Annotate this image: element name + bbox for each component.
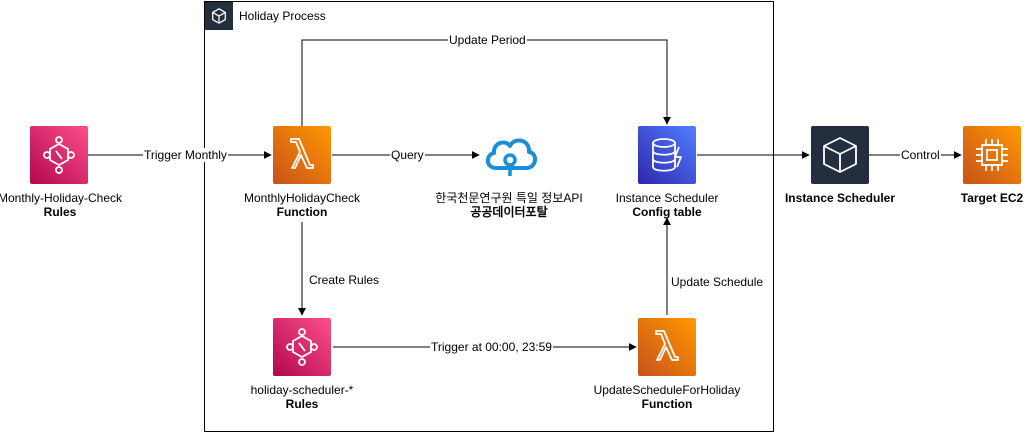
dynamodb-icon	[652, 138, 682, 172]
update-fn-node[interactable]	[638, 318, 696, 376]
eventbridge-icon	[43, 136, 75, 174]
monthly-fn-name: MonthlyHolidayCheck	[243, 191, 361, 205]
lambda-icon	[290, 138, 314, 169]
holiday-rules-name: holiday-scheduler-*	[250, 383, 354, 397]
instance-scheduler-label: Instance Scheduler	[784, 191, 896, 205]
update-fn-name: UpdateScheduleForHoliday	[593, 383, 741, 397]
update-fn-type: Function	[641, 397, 693, 411]
monthly-fn-type: Function	[276, 205, 328, 219]
monthly-rules-label: Monthly-Holiday-Check Rules	[0, 191, 122, 219]
group-title: Holiday Process	[239, 9, 326, 23]
cloud-api-icon	[485, 138, 537, 176]
edge-label-update-period: Update Period	[448, 33, 527, 47]
config-table-name: Instance Scheduler	[615, 191, 719, 205]
holiday-rules-type: Rules	[285, 397, 319, 411]
config-table-node[interactable]	[638, 126, 696, 184]
holiday-rules-label: holiday-scheduler-* Rules	[251, 383, 354, 411]
api-node[interactable]	[480, 128, 540, 182]
monthly-fn-label: MonthlyHolidayCheck Function	[244, 191, 360, 219]
monthly-fn-node[interactable]	[273, 126, 331, 184]
edge-label-trigger-at: Trigger at 00:00, 23:59	[430, 340, 553, 354]
api-label: 한국천문연구원 특일 정보API 공공데이터포탈	[435, 191, 582, 219]
edge-label-trigger-monthly: Trigger Monthly	[143, 148, 228, 162]
monthly-rules-name: Monthly-Holiday-Check	[0, 191, 123, 205]
edge-label-update-schedule: Update Schedule	[670, 275, 765, 289]
edge-label-create-rules: Create Rules	[308, 273, 381, 287]
instance-scheduler-node[interactable]	[811, 126, 869, 184]
ec2-chip-icon	[976, 139, 1008, 171]
cube-icon	[823, 137, 857, 173]
config-table-type: Config table	[632, 205, 702, 219]
monthly-rules-node[interactable]	[30, 126, 88, 184]
update-fn-label: UpdateScheduleForHoliday Function	[594, 383, 741, 411]
target-ec2-label: Target EC2	[960, 191, 1024, 205]
api-name: 한국천문연구원 특일 정보API	[435, 191, 583, 205]
eventbridge-icon	[286, 328, 318, 366]
aws-cloud-group-icon	[205, 2, 233, 30]
api-portal: 공공데이터포탈	[470, 205, 548, 219]
holiday-rules-node[interactable]	[273, 318, 331, 376]
edge-label-query: Query	[390, 148, 425, 162]
config-table-label: Instance Scheduler Config table	[616, 191, 719, 219]
target-ec2-node[interactable]	[963, 126, 1021, 184]
lambda-icon	[655, 330, 679, 361]
edge-label-control: Control	[900, 148, 941, 162]
monthly-rules-type: Rules	[43, 205, 77, 219]
holiday-process-group: Holiday Process	[204, 1, 774, 432]
